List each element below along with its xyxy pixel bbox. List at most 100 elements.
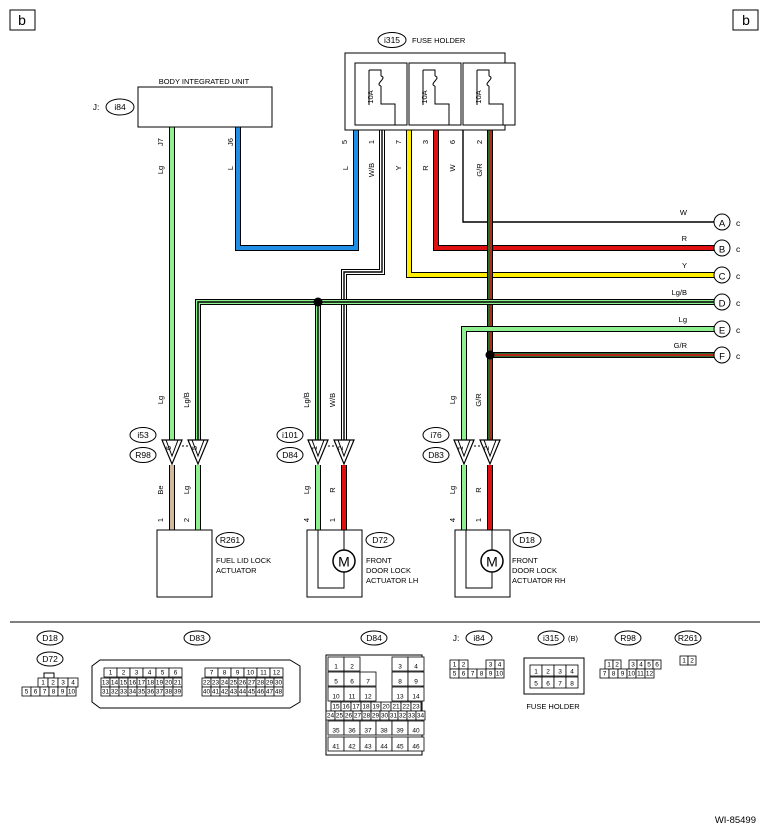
legend-d18-row2-pin: 9 [61,689,65,696]
junction-i76-top-oval [422,427,450,443]
junction-i76-bottom: D83 [428,450,444,460]
fuse-3-top [477,69,490,76]
legend-d84-r3-pin: 12 [364,694,372,701]
legend-d83-r3a-pin: 31 [102,689,110,696]
junction-i53-pin-5-inner [191,439,205,458]
legend-d83-r2b-pin: 29 [266,680,274,687]
junction-i101-top-oval [276,427,304,443]
legend-r98-r1-pin: 2 [615,662,619,669]
legend-d83-r3a-pin: 39 [174,689,182,696]
legend-d84-r4-pin: 22 [402,704,410,711]
legend-d18-oval [36,630,64,646]
wire-label-j7: Lg [156,166,165,174]
legend-d83-r3a-pin: 36 [147,689,155,696]
actuator-D72-connector-oval [365,532,395,548]
legend-d84-r3-pin: 13 [396,694,404,701]
junction-i53-upper-right: Lg/B [182,392,191,407]
junction-i76-pin-2-inner [483,439,497,458]
fuse-2-rating: 10A [420,90,429,103]
actuator-R261-connector-oval [215,532,245,548]
actuator-D18-connector: D18 [519,535,535,545]
legend-d83-r2b-pin: 26 [239,680,247,687]
junction-i101-bottom-oval [276,447,304,463]
legend-d84-r6-pin: 38 [380,728,388,735]
wire-label-pin1: W/B [367,163,376,177]
legend-d84-r5-pin: 30 [381,713,389,720]
legend-d84-r6-pin: 35 [332,728,340,735]
corner-tag-right-box [732,9,759,31]
bcm-box [137,86,273,128]
junction-i101-pin-1 [307,439,329,466]
bus-b-letter: B [719,245,725,256]
junction-i76-lower-pin-right: 1 [474,518,483,522]
legend-d18: D18 [42,633,58,643]
legend-d84-r6-pin: 37 [364,728,372,735]
junction-i76-lower-pin-left: 4 [448,518,457,522]
junction-i101-pin-2-pin: 2 [336,446,345,450]
legend-d84-r5-pin: 32 [399,713,407,720]
legend-r261-r1-cell [687,655,697,666]
bus-e-color: Lg [679,315,687,324]
legend-i315-r2-pin: 5 [534,681,538,688]
legend-d84-r4-pin: 16 [342,704,350,711]
junction-i53-pin-6-pin: 6 [164,446,173,450]
junction-i53-lower-pin-right: 2 [182,518,191,522]
legend-i315-r2-pin: 7 [558,681,562,688]
actuator-D18-connector-oval [512,532,542,548]
legend-d83-r3b-pin: 48 [275,689,283,696]
junction-i53-top-oval [129,427,157,443]
legend-d83-r1a-pin: 6 [174,670,178,677]
wire-lgb-bus [196,300,714,442]
junction-i53-pin-5 [187,439,209,466]
legend-d83-r3b-pin: 41 [212,689,220,696]
wire-label-j6: L [226,166,235,170]
legend-r98-r1-pin: 6 [655,662,659,669]
legend-i84-r2-pin: 8 [480,671,484,678]
legend-i84-r1-pin: 1 [453,662,457,669]
legend-i84-r2-cell [494,668,505,679]
legend-i315: i315 [543,633,559,643]
legend-d83-r3b-pin: 45 [248,689,256,696]
junction-dot-lgb [313,297,323,307]
legend-i84-prefix: J: [453,633,460,643]
fuse-2-bottom [434,86,450,125]
legend-d84-r2-pin: 7 [366,679,370,686]
wire-lgb-bus-stripe [197,301,714,442]
legend-r261-r1-pin: 1 [682,658,686,665]
motor-icon [332,549,356,573]
legend-d84-r2-pin: 5 [334,679,338,686]
legend-r261-r1-pin: 2 [690,658,694,665]
legend-r261-oval [674,630,702,646]
legend-d84: D84 [366,633,382,643]
legend-d84-r5-pin: 28 [363,713,371,720]
legend-d84-r7-pin: 45 [396,744,404,751]
bcm-connector: i84 [114,102,126,112]
legend-d84-r4-pin: 20 [382,704,390,711]
bcm-prefix: J: [93,102,100,112]
junction-i101-pin-2-inner [337,439,351,458]
legend-d83-r1b-pin: 7 [210,670,214,677]
junction-i101-pin-2 [333,439,355,466]
legend-d18-row1-pin: 2 [51,680,55,687]
wire-label-pin5: L [341,166,350,170]
legend-i315-r2-cell [565,676,579,689]
legend-i315-r2-pin: 6 [546,681,550,688]
junction-i53-bottom-oval [129,447,157,463]
legend-d83-r1b-cell [269,667,284,678]
legend-d84-r6-pin: 36 [348,728,356,735]
legend-d83-r2a-pin: 17 [138,680,146,687]
fuse-pin-5: 5 [340,140,349,144]
legend-d18-row2-pin: 8 [52,689,56,696]
legend-d83-r2b-pin: 28 [257,680,265,687]
actuator-D72-line2: DOOR LOCK [366,566,411,575]
legend-d84-r1-pin: 1 [334,664,338,671]
legend-d83-r2a-pin: 21 [174,680,182,687]
bcm-pin-j7: J7 [156,138,165,146]
component-layer [9,9,759,598]
legend-d83-r2b-pin: 22 [203,680,211,687]
legend-i84-r2-pin: 5 [453,671,457,678]
legend-d18-row2-pin: 5 [25,689,29,696]
legend-d84-r5-pin: 26 [345,713,353,720]
junction-i76-bottom-oval [422,447,450,463]
legend-d84-r6-cell [407,720,425,736]
